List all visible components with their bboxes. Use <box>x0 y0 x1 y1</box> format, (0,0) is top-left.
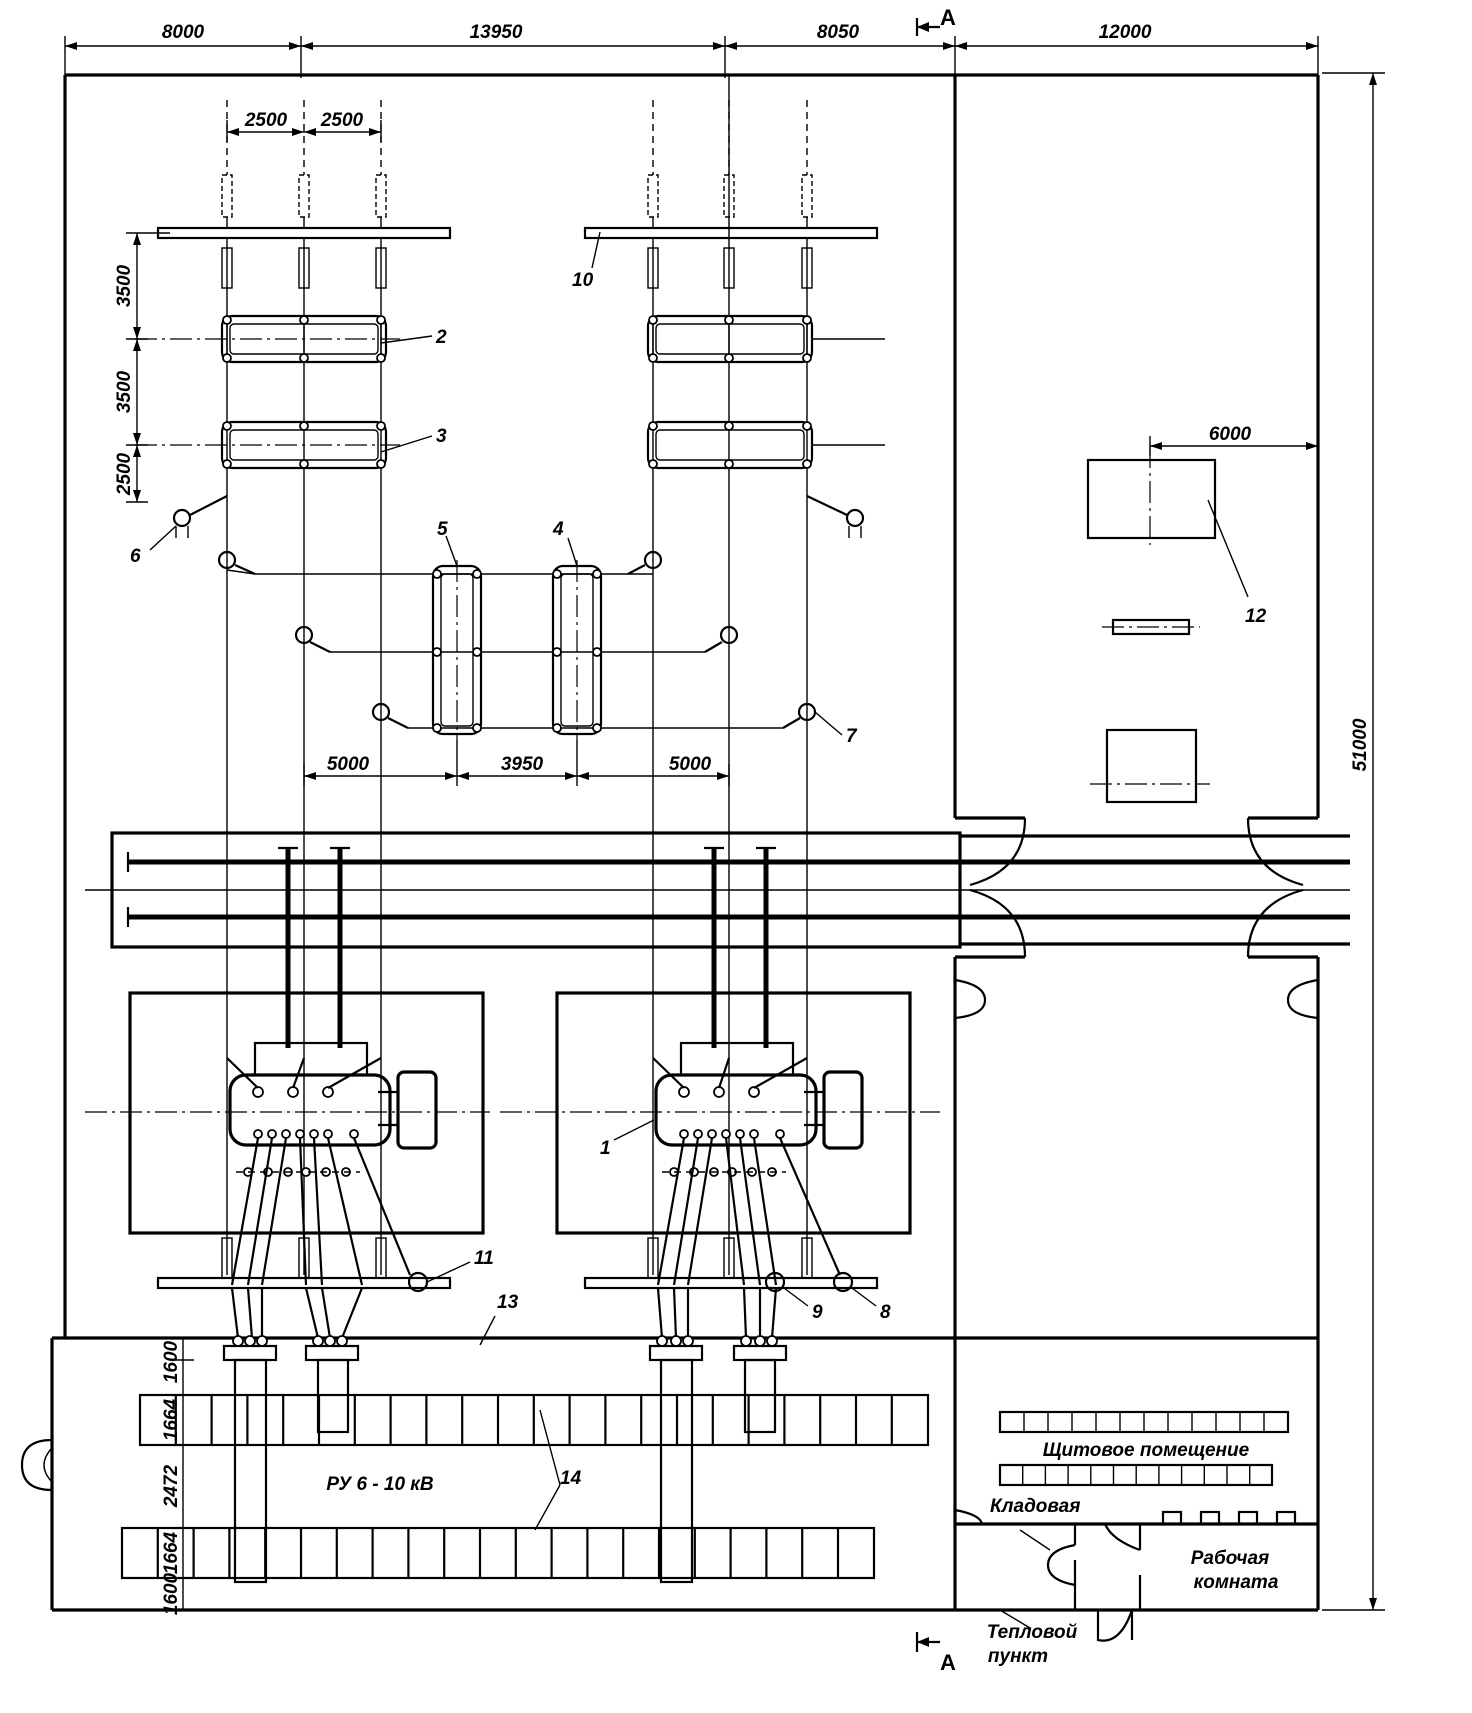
room-label-work-2: комната <box>1194 1572 1279 1593</box>
section-letter-top: А <box>940 5 956 30</box>
callout-11: 11 <box>474 1248 494 1269</box>
callout-12: 12 <box>1245 606 1267 627</box>
busbar-spacing-dimension: 2500 2500 <box>226 110 382 142</box>
bay-left <box>135 100 452 1275</box>
section-mark-top: А <box>915 5 956 36</box>
dim-ru-1: 1600 <box>161 1340 182 1383</box>
callout-7: 7 <box>846 726 858 747</box>
building-walls <box>20 73 1320 1642</box>
mid-horizontal-dimensions: 5000 3950 5000 <box>303 740 730 786</box>
callout-9: 9 <box>812 1302 823 1323</box>
room-label-control: Щитовое помещение <box>1043 1440 1250 1461</box>
control-room-panels: Щитовое помещение Кладовая Рабочая комна… <box>987 1410 1290 1667</box>
room-label-work-1: Рабочая <box>1191 1548 1270 1569</box>
dim-top-1: 8000 <box>162 22 205 43</box>
dim-vert-2: 3500 <box>114 370 135 413</box>
callout-14: 14 <box>560 1468 582 1489</box>
callout-3: 3 <box>436 426 447 447</box>
dim-top-3: 8050 <box>817 22 860 43</box>
dim-ru-3: 2472 <box>161 1464 182 1508</box>
transformer-left <box>85 846 490 1339</box>
room-label-ru: РУ 6 - 10 кВ <box>326 1474 434 1495</box>
dim-overall-height: 51000 <box>1350 718 1371 771</box>
right-room-equipment: 6000 <box>1086 424 1318 804</box>
top-dimension-chain: 8000 13950 8050 12000 <box>64 22 1319 78</box>
callout-2: 2 <box>435 327 447 348</box>
bus-bridge <box>255 560 783 740</box>
dim-vert-1: 3500 <box>114 264 135 307</box>
overall-height-dimension: 51000 <box>1322 72 1385 1611</box>
dim-spacing-2: 2500 <box>320 110 364 131</box>
dim-vert-3: 2500 <box>114 452 135 496</box>
dim-ru-4: 1664 <box>161 1531 182 1574</box>
callouts: 2 3 10 6 5 4 7 12 1 11 9 8 13 14 <box>130 231 1267 1531</box>
dim-mid-1: 5000 <box>327 754 370 775</box>
dim-mid-2: 3950 <box>501 754 544 775</box>
callout-4: 4 <box>552 519 564 540</box>
dim-right-room: 6000 <box>1209 424 1252 445</box>
callout-6: 6 <box>130 546 141 567</box>
dim-ru-2: 1664 <box>161 1398 182 1441</box>
dim-top-2: 13950 <box>470 22 523 43</box>
room-label-heat-2: пункт <box>988 1646 1048 1667</box>
room-label-storage: Кладовая <box>990 1496 1080 1517</box>
bay-right <box>583 75 885 1275</box>
dim-ru-5: 1600 <box>161 1572 182 1615</box>
callout-10: 10 <box>572 270 594 291</box>
callout-5: 5 <box>437 519 448 540</box>
callout-13: 13 <box>497 1292 519 1313</box>
callout-1: 1 <box>600 1138 611 1159</box>
rail-corridor <box>85 831 1350 949</box>
transformer-right <box>500 846 940 1339</box>
callout-8: 8 <box>880 1302 891 1323</box>
section-letter-bottom: А <box>940 1650 956 1675</box>
dim-top-4: 12000 <box>1099 22 1152 43</box>
section-mark-bottom: А <box>915 1632 956 1675</box>
dim-mid-3: 5000 <box>669 754 712 775</box>
room-label-heat-1: Тепловой <box>987 1622 1078 1643</box>
left-vertical-dimensions: 3500 3500 2500 <box>114 232 170 503</box>
dim-spacing-1: 2500 <box>244 110 288 131</box>
ru-switchgear: 1600 1664 2472 1664 1600 РУ 6 - 10 кВ <box>120 1335 930 1615</box>
